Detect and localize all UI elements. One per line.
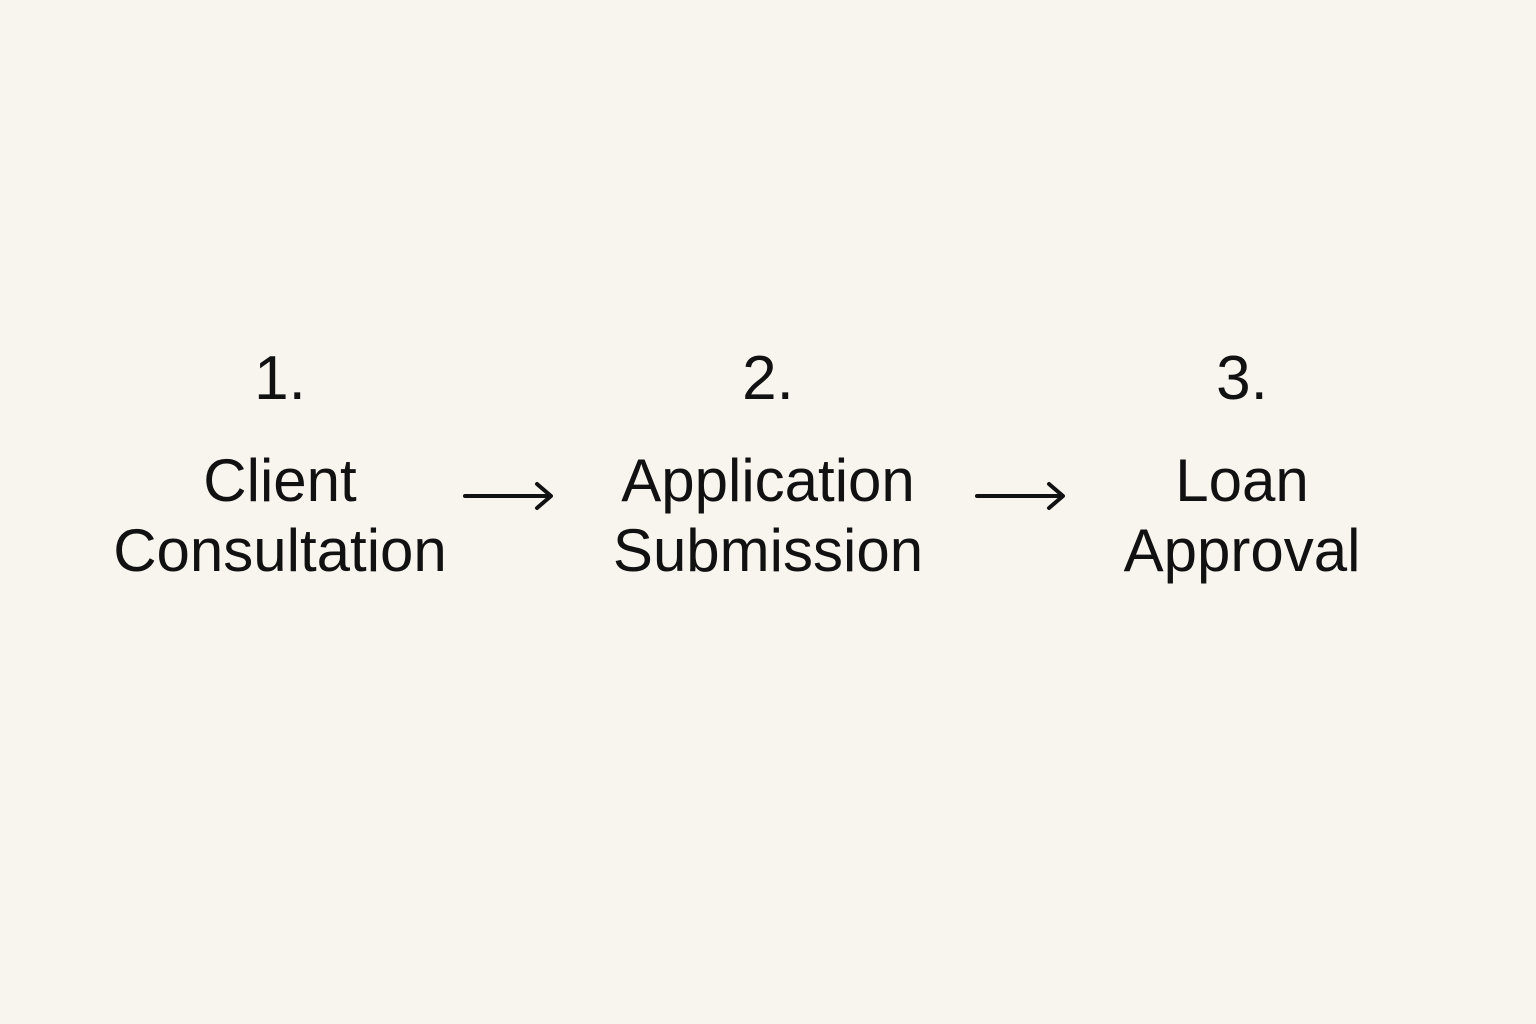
step-number: 3. [1216, 344, 1268, 413]
step-label-line-1: Application [621, 447, 915, 514]
step-label-line-2: Submission [612, 517, 924, 584]
step-number: 1. [254, 344, 306, 413]
step-label-line-2: Approval [1123, 517, 1361, 584]
step-application-submission: 2. Application Submission [558, 338, 978, 586]
step-client-consultation: 1. Client Consultation [70, 338, 490, 586]
step-label-line-1: Client [203, 447, 357, 514]
right-arrow-icon [975, 478, 1067, 514]
right-arrow-icon [463, 478, 555, 514]
step-label-line-2: Consultation [113, 517, 447, 584]
step-loan-approval: 3. Loan Approval [1032, 338, 1452, 586]
step-number: 2. [742, 344, 794, 413]
step-label-line-1: Loan [1175, 447, 1309, 514]
